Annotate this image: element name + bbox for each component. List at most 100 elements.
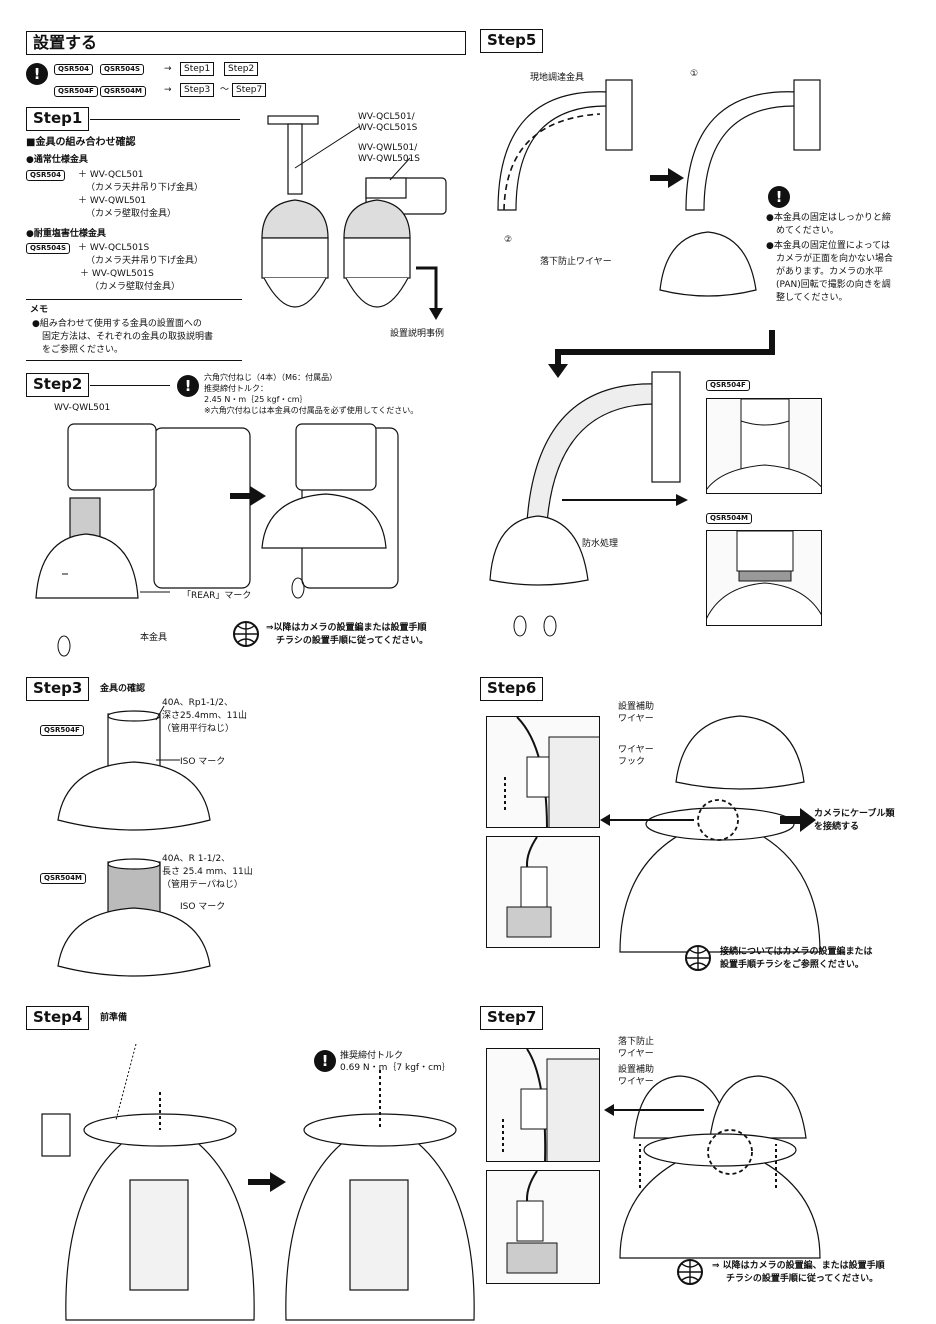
step2-screw-note: ※六角穴付ねじは本金具の付属品を必ず使用してください。 bbox=[204, 406, 419, 415]
step2-screw-3: 2.45 N・m｛25 kgf・cm｝ bbox=[204, 395, 308, 404]
step7-assist-2: ワイヤー bbox=[618, 1077, 654, 1087]
label-qcl-1: WV-QCL501/ bbox=[358, 112, 415, 122]
step6-panel-bottom bbox=[486, 836, 600, 948]
step-ref-step2: Step2 bbox=[224, 62, 259, 76]
memo-line3: をご参照ください。 bbox=[42, 345, 124, 355]
step3-f-badge: QSR504F bbox=[40, 725, 84, 736]
step4-illustration bbox=[41, 1043, 475, 1321]
std-badge: QSR504 bbox=[26, 170, 65, 181]
arrow-2: → bbox=[164, 85, 172, 95]
step6-ref-2: 設置手順チラシをご参照ください。 bbox=[720, 960, 864, 970]
step5-w1-1: ●本金具の固定はしっかりと締 bbox=[766, 213, 891, 223]
step6-panel-top bbox=[486, 716, 600, 828]
step5-w1-2: めてください。 bbox=[776, 226, 839, 236]
badge-qsr504s: QSR504S bbox=[100, 64, 145, 75]
page-title-box: 設置する bbox=[26, 31, 466, 55]
step7-drop-2: ワイヤー bbox=[618, 1049, 654, 1059]
step2-caution-icon: ! bbox=[177, 375, 199, 397]
step4-caution-icon: ! bbox=[314, 1050, 336, 1072]
salt-line2: （カメラ天井吊り下げ金具） bbox=[86, 256, 204, 266]
salt-heading: ●耐重塩害仕様金具 bbox=[26, 229, 106, 239]
std-heading: ●通常仕様金具 bbox=[26, 155, 88, 165]
step2-rule bbox=[90, 385, 170, 386]
step6-globe-icon bbox=[685, 945, 711, 971]
step5-label: Step5 bbox=[480, 29, 544, 53]
step1-heading: ■金具の組み合わせ確認 bbox=[26, 137, 136, 148]
step5-w2-2: カメラが正面を向かない場合 bbox=[776, 254, 894, 264]
memo-rule-top bbox=[26, 299, 242, 300]
step5-w2-3: があります。カメラの水平 bbox=[776, 267, 884, 277]
example-label: 設置説明事例 bbox=[390, 329, 445, 339]
step-ref-step7: Step7 bbox=[232, 83, 267, 97]
step6-hook-2: フック bbox=[618, 757, 646, 767]
step6-illustration bbox=[600, 715, 821, 953]
step3-m-3: （管用テーパねじ） bbox=[162, 880, 243, 890]
step3-m-1: 40A、R 1-1/2、 bbox=[162, 854, 231, 864]
label-qwl-1: WV-QWL501/ bbox=[358, 143, 418, 153]
step5-caution-icon: ! bbox=[768, 186, 790, 208]
step2-follow-1: ⇒以降はカメラの設置編または設置手順 bbox=[266, 623, 427, 633]
step7-follow-2: チラシの設置手順に従ってください。 bbox=[726, 1274, 879, 1284]
step3-label: Step3 bbox=[26, 677, 90, 701]
step5-wire: 落下防止ワイヤー bbox=[540, 257, 612, 267]
memo-rule-bottom bbox=[26, 360, 242, 361]
memo-line2: 固定方法は、それぞれの金具の取扱説明書 bbox=[42, 332, 214, 342]
step7-globe-icon bbox=[677, 1259, 703, 1285]
badge-qsr504f: QSR504F bbox=[54, 86, 98, 97]
step5-m-detail-panel bbox=[706, 530, 822, 626]
step2-model: WV-QWL501 bbox=[54, 403, 111, 413]
step5-w2-1: ●本金具の固定位置によっては bbox=[766, 241, 890, 251]
step3-m-iso: ISO マーク bbox=[180, 902, 226, 912]
arrow-1: → bbox=[164, 64, 172, 74]
label-qwl-2: WV-QWL501S bbox=[358, 154, 420, 164]
step6-hook-1: ワイヤー bbox=[618, 745, 654, 755]
step6-ref-1: 接続についてはカメラの設置編または bbox=[720, 947, 873, 957]
step1-rule bbox=[90, 119, 240, 120]
step1-camera-illustration bbox=[261, 115, 447, 320]
step2-screw-2: 推奨締付トルク： bbox=[204, 384, 268, 393]
step2-rear-mark: 「REAR」マーク bbox=[182, 591, 252, 601]
label-qcl-2: WV-QCL501S bbox=[358, 123, 418, 133]
step7-label: Step7 bbox=[480, 1006, 544, 1030]
step2-follow-2: チラシの設置手順に従ってください。 bbox=[276, 636, 429, 646]
memo-title: メモ bbox=[30, 305, 49, 315]
step2-illustration bbox=[35, 423, 399, 657]
step4-label: Step4 bbox=[26, 1006, 90, 1030]
step7-follow-1: ⇒ 以降はカメラの設置編、または設置手順 bbox=[712, 1261, 885, 1271]
step6-cable-1: カメラにケーブル類 bbox=[814, 809, 895, 819]
step2-screw-1: 六角穴付ねじ（4本）（M6：付属品） bbox=[204, 373, 338, 382]
step5-n2: ② bbox=[504, 235, 513, 245]
step7-illustration bbox=[604, 1075, 821, 1259]
badge-qsr504m: QSR504M bbox=[100, 86, 146, 97]
step5-m-badge: QSR504M bbox=[706, 513, 752, 524]
step3-title: 金具の確認 bbox=[100, 684, 146, 694]
step-ref-step3: Step3 bbox=[180, 83, 215, 97]
tilde: ～ bbox=[220, 85, 230, 95]
salt-line4: （カメラ壁取付金具） bbox=[90, 282, 181, 292]
step6-label: Step6 bbox=[480, 677, 544, 701]
step4-title: 前準備 bbox=[100, 1013, 128, 1023]
caution-icon: ! bbox=[26, 63, 48, 85]
step4-torque-2: 0.69 N・m｛7 kgf・cm｝ bbox=[340, 1063, 451, 1073]
step3-m-badge: QSR504M bbox=[40, 873, 86, 884]
step5-waterproof: 防水処理 bbox=[582, 539, 619, 549]
std-line3: ＋ WV-QWL501 bbox=[78, 196, 147, 206]
step4-torque-1: 推奨締付トルク bbox=[340, 1051, 404, 1061]
std-line4: （カメラ壁取付金具） bbox=[86, 209, 177, 219]
step2-fitting: 本金具 bbox=[140, 633, 168, 643]
step3-f-2: 深さ25.4mm、11山 bbox=[162, 711, 248, 721]
step7-panel-top bbox=[486, 1048, 600, 1162]
step3-f-iso: ISO マーク bbox=[180, 757, 226, 767]
step5-local: 現地調達金具 bbox=[530, 73, 585, 83]
memo-line1: ●組み合わせて使用する金具の設置面への bbox=[32, 319, 202, 329]
std-line2: （カメラ天井吊り下げ金具） bbox=[86, 183, 204, 193]
step6-assist-2: ワイヤー bbox=[618, 714, 654, 724]
step7-drop-1: 落下防止 bbox=[618, 1037, 655, 1047]
step3-m-2: 長さ 25.4 mm、11山 bbox=[162, 867, 253, 877]
step5-w2-4: (PAN)回転で撮影の向きを調 bbox=[776, 280, 891, 290]
page-title: 設置する bbox=[33, 33, 98, 52]
salt-badge: QSR504S bbox=[26, 243, 71, 254]
step3-illustration bbox=[57, 705, 211, 977]
step7-assist-1: 設置補助 bbox=[618, 1065, 655, 1075]
salt-line3: ＋ WV-QWL501S bbox=[80, 269, 154, 279]
